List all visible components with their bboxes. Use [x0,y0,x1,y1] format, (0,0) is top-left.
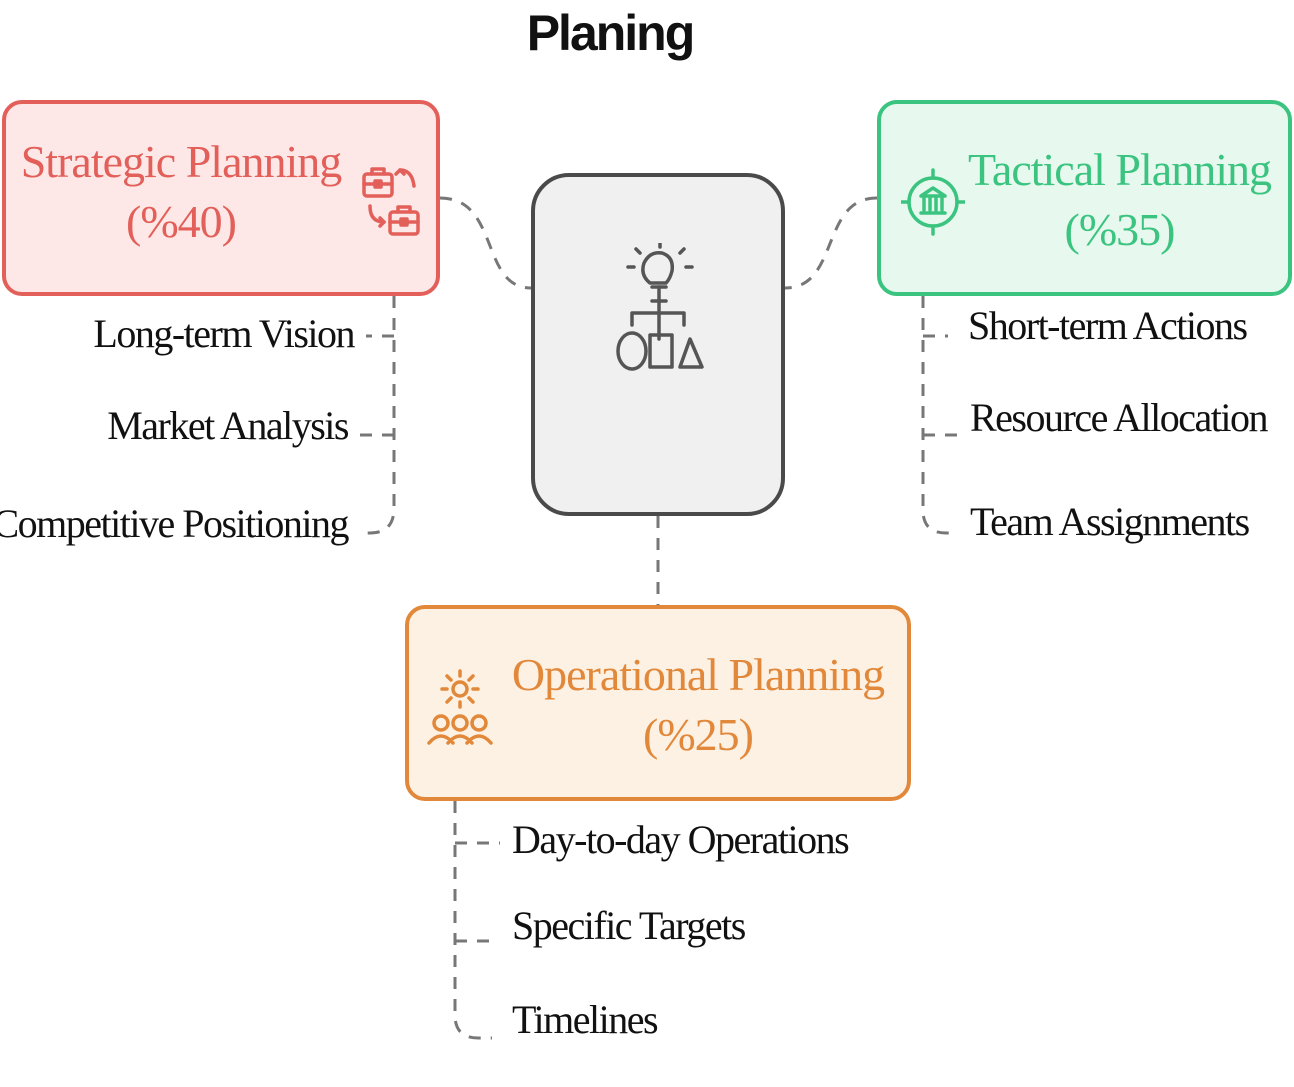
operational-item-2: Specific Targets [512,903,746,948]
operational-planning-title: Operational Planning [511,649,885,700]
operational-item-3: Timelines [512,997,659,1042]
target-bank-icon [901,168,965,236]
strategic-item-1: Long-term Vision [93,311,355,356]
strategic-planning-label: Strategic Planning (%40) [6,132,356,252]
strategic-item-3: Competitive Positioning [0,501,349,546]
operational-planning-share: (%25) [643,708,754,760]
connector-tactical [784,196,878,290]
tactical-item-2: Resource Allocation [970,395,1268,440]
briefcase-swap-icon [362,167,420,236]
page-title: Planing [526,5,696,61]
operational-planning-label: Operational Planning (%25) [489,645,907,765]
tactical-item-1: Short-term Actions [968,303,1248,348]
tactical-item-3: Team Assignments [970,499,1250,544]
tactical-planning-share: (%35) [1064,203,1176,255]
operational-planning-box: Operational Planning (%25) [405,605,911,801]
idea-shapes-icon [616,243,704,371]
tactical-item-connector [921,296,958,535]
connector-strategic [439,196,532,290]
gear-team-icon [427,669,493,745]
strategic-planning-title: Strategic Planning [20,136,343,187]
strategic-item-connector [358,296,396,535]
tactical-planning-box: Tactical Planning (%35) [877,100,1292,296]
strategic-planning-share: (%40) [126,195,237,247]
operational-item-connector [453,801,500,1040]
strategic-item-2: Market Analysis [107,403,349,448]
tactical-planning-title: Tactical Planning [968,144,1272,195]
tactical-planning-label: Tactical Planning (%35) [951,140,1288,260]
center-planning-node [531,173,785,516]
operational-item-1: Day-to-day Operations [512,817,850,862]
strategic-planning-box: Strategic Planning (%40) [2,100,440,296]
